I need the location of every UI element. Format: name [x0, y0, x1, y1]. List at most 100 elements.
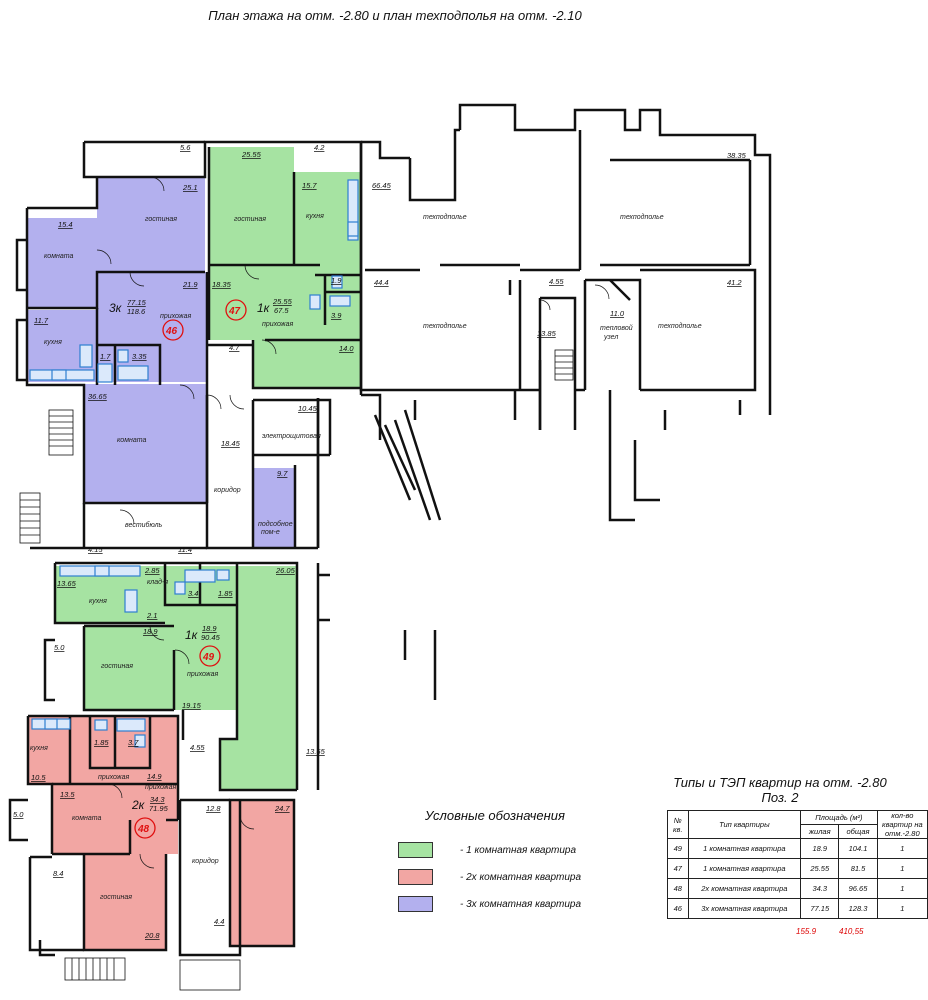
cell-count: 1: [876, 898, 928, 919]
area-label: 13.85: [537, 329, 557, 338]
area-label: 5.6: [180, 143, 191, 152]
cell-count: 1: [876, 878, 928, 899]
apartment-total-area: 67.5: [274, 306, 289, 315]
toilet: [117, 349, 129, 363]
apartment-type: 1к: [185, 628, 199, 642]
area-label: 25.55: [241, 150, 262, 159]
wall: [97, 343, 162, 385]
area-label: 18.45: [221, 439, 241, 448]
wall: [253, 398, 332, 455]
sink: [216, 569, 230, 581]
area-label: 2.1: [146, 611, 157, 620]
room-fill: [84, 626, 174, 710]
area-label: 10.45: [298, 404, 318, 413]
area-label: 9.7: [277, 469, 288, 478]
room-fill: [27, 218, 97, 308]
toilet: [309, 294, 321, 310]
table-subtitle: Поз. 2: [761, 790, 799, 805]
door-swing: [206, 394, 222, 410]
area-label: 8.4: [53, 869, 63, 878]
area-label: 3.4: [188, 589, 198, 598]
wall: [82, 142, 97, 179]
wall: [178, 800, 242, 957]
cell-living: 77.15: [800, 898, 840, 919]
door-swing: [539, 299, 551, 311]
cell-living: 18.9: [800, 838, 840, 859]
cell-num: 47: [667, 858, 689, 879]
area-label: 36.65: [88, 392, 108, 401]
door-swing: [149, 625, 165, 641]
cell-count: 1: [876, 838, 928, 859]
wall: [55, 561, 299, 790]
door-swing: [261, 339, 277, 355]
wall: [585, 278, 642, 390]
area-label: 11.4: [178, 545, 192, 554]
apartment-number-circle: [162, 319, 184, 341]
room-label: комната: [117, 437, 146, 444]
apartment-number-circle: [134, 817, 156, 839]
area-label: 66.45: [372, 181, 392, 190]
room-fill: [84, 384, 207, 503]
col-header-type: Тип квартиры: [687, 810, 802, 839]
stair-flight: [19, 492, 41, 544]
door-swing: [594, 284, 610, 300]
plumbing-fixtures: [29, 179, 359, 748]
apartment-total-area: 90.45: [201, 633, 221, 642]
apartment-table: № кв. Тип квартиры Площадь (м²) кол-во к…: [667, 810, 928, 919]
door-swing: [229, 394, 245, 410]
wall: [82, 854, 168, 952]
area-label: 4.55: [190, 743, 205, 752]
door-swing: [239, 814, 255, 830]
door-swing: [129, 271, 145, 287]
room-label: коридор: [214, 486, 241, 494]
room-label: гостиная: [101, 663, 133, 670]
wall: [228, 798, 296, 948]
wall: [43, 638, 55, 702]
wall: [359, 142, 540, 392]
wall: [458, 103, 772, 400]
cell-type: 3х комнатная квартира: [687, 898, 802, 919]
legend-swatch: [398, 869, 433, 885]
table-title: Типы и ТЭП квартир на отм. -2.80: [673, 775, 887, 790]
legend-title: Условные обозначения: [425, 808, 565, 823]
table-row: 46 3х комнатная квартира 77.15 128.3 1: [667, 898, 928, 919]
room-fill: [209, 147, 294, 272]
toilet: [97, 363, 113, 383]
legend-label: - 1 комнатная квартира: [460, 844, 577, 856]
fridge: [124, 589, 138, 613]
legend-item: - 1 комнатная квартира: [398, 842, 576, 858]
area-label: 1.9: [331, 276, 342, 285]
room-label: вестибюль: [125, 521, 163, 529]
area-label: 19.15: [182, 701, 202, 710]
room-label: техподполье: [423, 213, 467, 221]
legend-label: - 2х комнатная квартира: [460, 871, 582, 883]
room-fill: [253, 340, 361, 388]
wall: [82, 626, 174, 712]
area-label: 18.9: [143, 627, 158, 636]
wall: [28, 714, 180, 820]
area-label: 4.15: [88, 545, 103, 554]
stair-flight: [64, 957, 126, 981]
area-label: 26.05: [275, 566, 296, 575]
area-label: 13.5: [60, 790, 75, 799]
door-swing: [107, 783, 123, 799]
apartment-number: 46: [165, 326, 178, 337]
room-label: прихожая: [160, 313, 192, 320]
area-label: 5.0: [54, 643, 65, 652]
total-living: 155.9: [796, 927, 817, 936]
cell-total: 104.1: [838, 838, 878, 859]
wall: [26, 716, 54, 854]
wall: [8, 798, 28, 842]
wall: [361, 393, 382, 410]
fridge: [79, 344, 93, 368]
wall: [738, 400, 772, 415]
area-label: 25.1: [182, 183, 198, 192]
area-label: 14.0: [339, 344, 354, 353]
room-label: кухня: [89, 598, 107, 605]
wall: [27, 177, 99, 210]
room-label: гостиная: [145, 216, 177, 223]
apartment-living-area: 34.3: [150, 795, 165, 804]
area-label: 14.9: [147, 772, 162, 781]
apartment-number-circle: [199, 645, 221, 667]
door-swing: [179, 384, 195, 400]
